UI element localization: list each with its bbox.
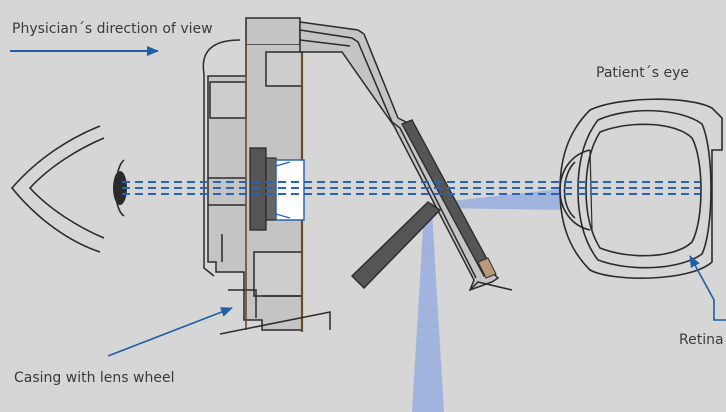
patient-eye-icon (559, 98, 723, 279)
physician-direction-label: Physician´s direction of view (12, 21, 213, 37)
retina-label: Retina (679, 332, 724, 348)
angled-mirror (351, 201, 442, 289)
sight-lines (122, 181, 700, 195)
patient-eye-label: Patient´s eye (596, 65, 689, 81)
casing-label: Casing with lens wheel (14, 370, 174, 386)
light-beam-downward (412, 212, 444, 412)
physician-eye-icon (10, 125, 127, 253)
lens (275, 159, 305, 221)
mirror-strip (401, 119, 497, 279)
viewing-head (299, 21, 513, 292)
retina-leader-arrow (689, 255, 726, 321)
casing-leader-arrow (107, 307, 233, 357)
